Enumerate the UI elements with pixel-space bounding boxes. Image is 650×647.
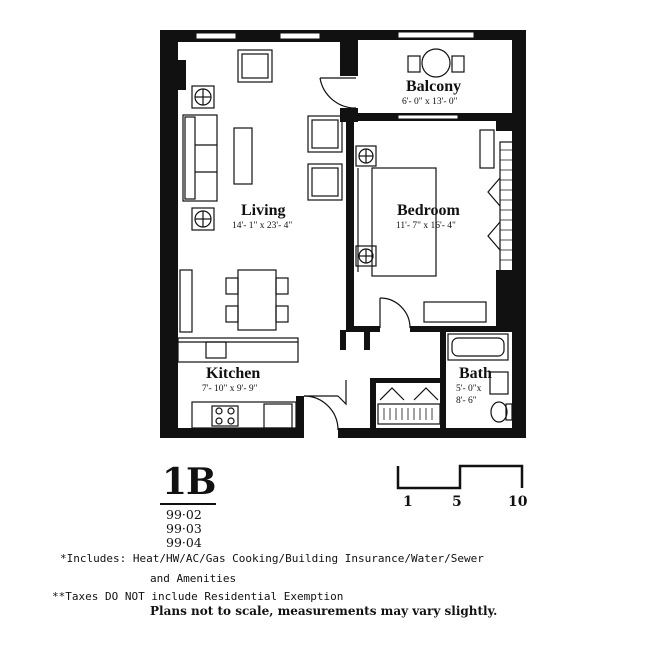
kitchen-furniture	[177, 337, 347, 431]
windows	[195, 31, 475, 120]
wall-living-bedroom	[346, 113, 354, 328]
disclaimer: Plans not to scale, measurements may var…	[150, 604, 498, 618]
wall-bedroom-right	[496, 113, 526, 131]
door-hall	[337, 380, 347, 406]
bath-sink	[489, 371, 509, 395]
wall-left	[160, 30, 178, 438]
bath-fixtures	[447, 333, 513, 423]
wall-bottom-left	[160, 428, 302, 438]
bath-label: Bath	[459, 365, 492, 382]
bath-dims-1: 5'- 0"x	[456, 384, 482, 394]
scale-label-1: 1	[403, 494, 413, 510]
fridge	[263, 403, 293, 429]
armchair-top	[237, 49, 273, 83]
walls	[160, 30, 526, 438]
kitchen-dims: 7'- 10" x 9'- 9"	[202, 384, 258, 394]
unit-code: 1B	[162, 461, 216, 503]
window-bedroom	[397, 114, 459, 120]
bed	[371, 167, 437, 277]
wall-balcony-left	[340, 30, 358, 76]
toilet	[490, 401, 508, 423]
balcony-dims: 6'- 0" x 13'- 0"	[402, 97, 458, 107]
window-living-1	[195, 32, 237, 40]
bedroom-furniture	[355, 129, 519, 329]
shelf-living	[179, 269, 193, 333]
scale-bar	[396, 464, 524, 490]
wall-closet-left	[370, 380, 376, 430]
bedroom-label: Bedroom	[397, 202, 460, 219]
window-balcony	[397, 31, 475, 39]
living-label: Living	[241, 202, 286, 219]
bathtub	[447, 333, 509, 361]
wall-right	[512, 30, 526, 438]
sofa	[182, 114, 218, 202]
includes-note-line2: and Amenities	[150, 572, 237, 585]
taxes-note: **Taxes DO NOT include Residential Exemp…	[52, 590, 344, 603]
living-dims: 14'- 1" x 23'- 4"	[232, 221, 293, 231]
coffee-table	[233, 127, 253, 185]
dining-table	[237, 269, 277, 331]
wall-closet-top	[370, 378, 446, 383]
unit-number-3: 99·04	[166, 535, 202, 550]
wall-left-notch	[160, 60, 186, 90]
living-furniture	[179, 49, 357, 333]
includes-note-line1: *Includes: Heat/HW/AC/Gas Cooking/Buildi…	[60, 552, 484, 565]
window-living-2	[279, 32, 321, 40]
wall-top-living	[162, 30, 358, 42]
wall-bedroom-bottom-r	[410, 326, 526, 332]
door-entry	[303, 395, 339, 431]
wall-bottom-right	[338, 428, 526, 438]
kitchen-counter	[177, 337, 299, 363]
balcony-table	[421, 48, 451, 78]
unit-number-2: 99·03	[166, 521, 202, 536]
wall-bedroom-bottom-l	[346, 326, 380, 332]
scale-label-5: 5	[452, 494, 462, 510]
bath-dims-2: 8'- 6"	[456, 396, 477, 406]
balcony-furniture	[407, 48, 465, 78]
door-bedroom	[379, 297, 411, 329]
wall-bedroom-right-2	[496, 270, 526, 330]
end-table-2	[191, 207, 215, 231]
kitchen-base	[191, 401, 297, 429]
end-table-1	[191, 85, 215, 109]
unit-number-1: 99·02	[166, 507, 202, 522]
wall-kitchen-door-jamb	[296, 396, 304, 438]
wall-hall-stub-1	[340, 330, 346, 350]
nightstand-1	[355, 145, 377, 167]
dresser-small	[479, 129, 495, 169]
hall-closet	[377, 387, 441, 425]
balcony-label: Balcony	[406, 78, 462, 95]
armchair-right-1	[307, 115, 343, 153]
bedroom-dims: 11'- 7" x 16'- 4"	[396, 221, 456, 231]
scale-label-10: 10	[508, 494, 528, 510]
unit-rule	[160, 503, 216, 505]
wall-living-bedroom-top	[340, 108, 358, 122]
closet-bedroom	[499, 141, 519, 277]
wall-hall-stub-2	[364, 330, 370, 350]
door-balcony	[319, 77, 357, 109]
nightstand-2	[355, 245, 377, 267]
stove	[211, 405, 239, 427]
kitchen-label: Kitchen	[206, 365, 261, 382]
dresser	[423, 301, 487, 323]
armchair-right-2	[307, 163, 343, 201]
